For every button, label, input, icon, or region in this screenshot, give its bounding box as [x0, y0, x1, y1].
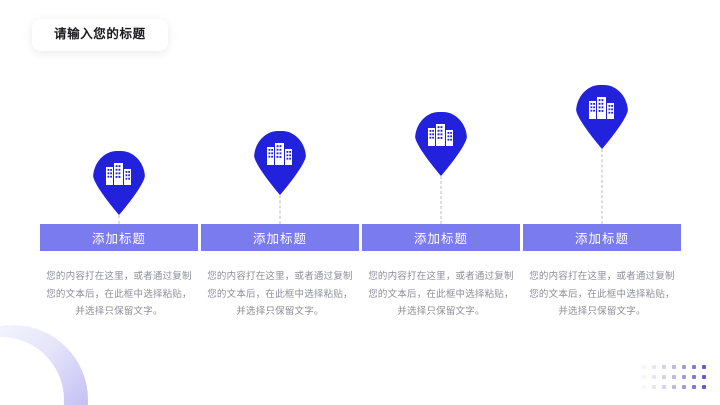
item-body-text-4: 您的内容打在这里，或者通过复制您的文本后，在此框中选择粘贴，并选择只保留文字。 — [529, 271, 675, 317]
item-label-text-2: 添加标题 — [252, 231, 307, 246]
item-body-text-3: 您的内容打在这里，或者通过复制您的文本后，在此框中选择粘贴，并选择只保留文字。 — [368, 271, 514, 317]
map-pin-4[interactable] — [576, 85, 628, 149]
pin-connector-line-3 — [440, 176, 442, 224]
item-label-bar-3[interactable]: 添加标题 — [362, 224, 520, 251]
item-label-text-1: 添加标题 — [91, 231, 146, 246]
item-label-text-3: 添加标题 — [413, 231, 468, 246]
building-icon — [106, 163, 131, 185]
pin-connector-line-2 — [279, 195, 281, 224]
timeline-columns: 添加标题 您的内容打在这里，或者通过复制您的文本后，在此框中选择粘贴，并选择只保… — [40, 0, 681, 405]
pin-connector-line-4 — [601, 149, 603, 224]
timeline-item-2[interactable]: 添加标题 您的内容打在这里，或者通过复制您的文本后，在此框中选择粘贴，并选择只保… — [201, 0, 359, 405]
item-label-text-4: 添加标题 — [574, 231, 629, 246]
item-label-bar-2[interactable]: 添加标题 — [201, 224, 359, 251]
timeline-item-4[interactable]: 添加标题 您的内容打在这里，或者通过复制您的文本后，在此框中选择粘贴，并选择只保… — [523, 0, 681, 405]
building-icon — [589, 97, 614, 119]
building-icon — [267, 143, 292, 165]
item-label-bar-4[interactable]: 添加标题 — [523, 224, 681, 251]
page-title: 请输入您的标题 — [32, 19, 168, 51]
map-pin-1[interactable] — [93, 151, 145, 215]
pin-connector-line-1 — [118, 215, 120, 224]
item-label-bar-1[interactable]: 添加标题 — [40, 224, 198, 251]
map-pin-3[interactable] — [415, 112, 467, 176]
item-body-text-1: 您的内容打在这里，或者通过复制您的文本后，在此框中选择粘贴，并选择只保留文字。 — [46, 271, 192, 317]
timeline-item-1[interactable]: 添加标题 您的内容打在这里，或者通过复制您的文本后，在此框中选择粘贴，并选择只保… — [40, 0, 198, 405]
timeline-item-3[interactable]: 添加标题 您的内容打在这里，或者通过复制您的文本后，在此框中选择粘贴，并选择只保… — [362, 0, 520, 405]
map-pin-2[interactable] — [254, 131, 306, 195]
item-body-text-2: 您的内容打在这里，或者通过复制您的文本后，在此框中选择粘贴，并选择只保留文字。 — [207, 271, 353, 317]
building-icon — [428, 124, 453, 146]
